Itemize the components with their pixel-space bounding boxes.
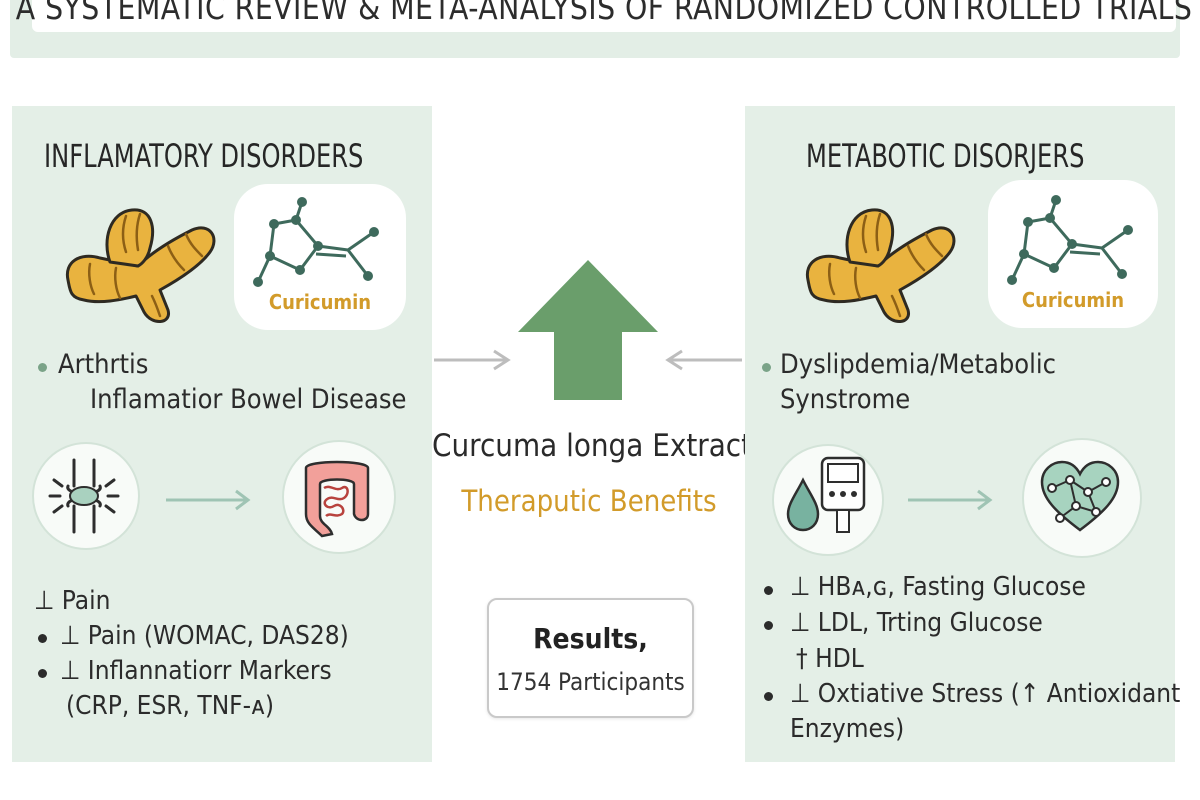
results-title: Results,: [533, 622, 648, 655]
center-title: Curcuma longa Extracts: [432, 428, 767, 464]
molecule-label: Curicumin: [1021, 288, 1125, 312]
condition-item: Arthrtis: [58, 349, 149, 380]
bullet-dot: [38, 669, 47, 678]
joint-icon: [48, 458, 120, 534]
header-subtitle: A SYSTEMATIC REVIEW & META-ANALYSIS OF R…: [15, 0, 1193, 27]
process-arrow-icon: [166, 489, 251, 511]
curcumin-molecule-icon: [1007, 195, 1133, 285]
blood-drop-icon: [786, 477, 820, 532]
left-connector-arrow: [434, 349, 511, 371]
header-banner: A SYSTEMATIC REVIEW & META-ANALYSIS OF R…: [10, 0, 1192, 58]
turmeric-root-icon: [805, 208, 956, 323]
results-count: 1754 Participants: [496, 668, 685, 696]
bullet-dot: [764, 692, 773, 701]
glucose-meter-icon: [820, 456, 866, 533]
bullet-dot: [38, 363, 47, 372]
intestine-icon-circle: [282, 440, 396, 554]
center-subtitle: Theraputic Benefits: [461, 484, 717, 518]
metabolic-heading: METABOTIC DISORJERS: [806, 137, 1085, 175]
intestine-icon: [304, 460, 370, 538]
outcome-item: ⊥ HBᴀ,ɢ, Fasting Glucose: [790, 572, 1086, 602]
bullet-dot: [38, 634, 47, 643]
bullet-dot: [764, 586, 773, 595]
curcumin-card: Curicumin: [234, 184, 406, 330]
condition-item: Inflamatior Bowel Disease: [90, 384, 407, 415]
curcumin-card: Curicumin: [988, 180, 1158, 328]
right-connector-arrow: [665, 349, 742, 371]
heart-network-icon: [1040, 460, 1120, 532]
molecule-label: Curicumin: [268, 290, 372, 314]
outcome-item: ⊥ Pain: [34, 586, 111, 616]
outcome-item: † HDL: [796, 644, 864, 674]
outcome-item: ⊥ LDL, Trting Glucose: [790, 608, 1043, 638]
bullet-dot: [762, 363, 771, 372]
condition-item: Dyslipdemia/Metabolic: [780, 349, 1056, 380]
turmeric-root-icon: [65, 208, 216, 323]
curcumin-molecule-icon: [253, 197, 379, 287]
condition-item: Synstrome: [780, 384, 911, 415]
outcome-item: ⊥ Inflannatiorr Markers: [60, 656, 332, 686]
outcome-item: (CRP, ESR, TNF-ᴀ): [66, 691, 275, 721]
results-box: Results, 1754 Participants: [487, 598, 694, 718]
outcome-item: ⊥ Oxtiative Stress (↑ Antioxidant: [790, 679, 1181, 709]
up-arrow-icon: [518, 260, 658, 400]
header-inner: A SYSTEMATIC REVIEW & META-ANALYSIS OF R…: [16, 0, 1192, 32]
process-arrow-icon: [908, 489, 993, 511]
inflammatory-heading: INFLAMATORY DISORDERS: [44, 137, 364, 175]
bullet-dot: [764, 621, 773, 630]
outcome-item: ⊥ Pain (WOMAC, DAS28): [60, 621, 349, 651]
outcome-item: Enzymes): [790, 714, 905, 744]
